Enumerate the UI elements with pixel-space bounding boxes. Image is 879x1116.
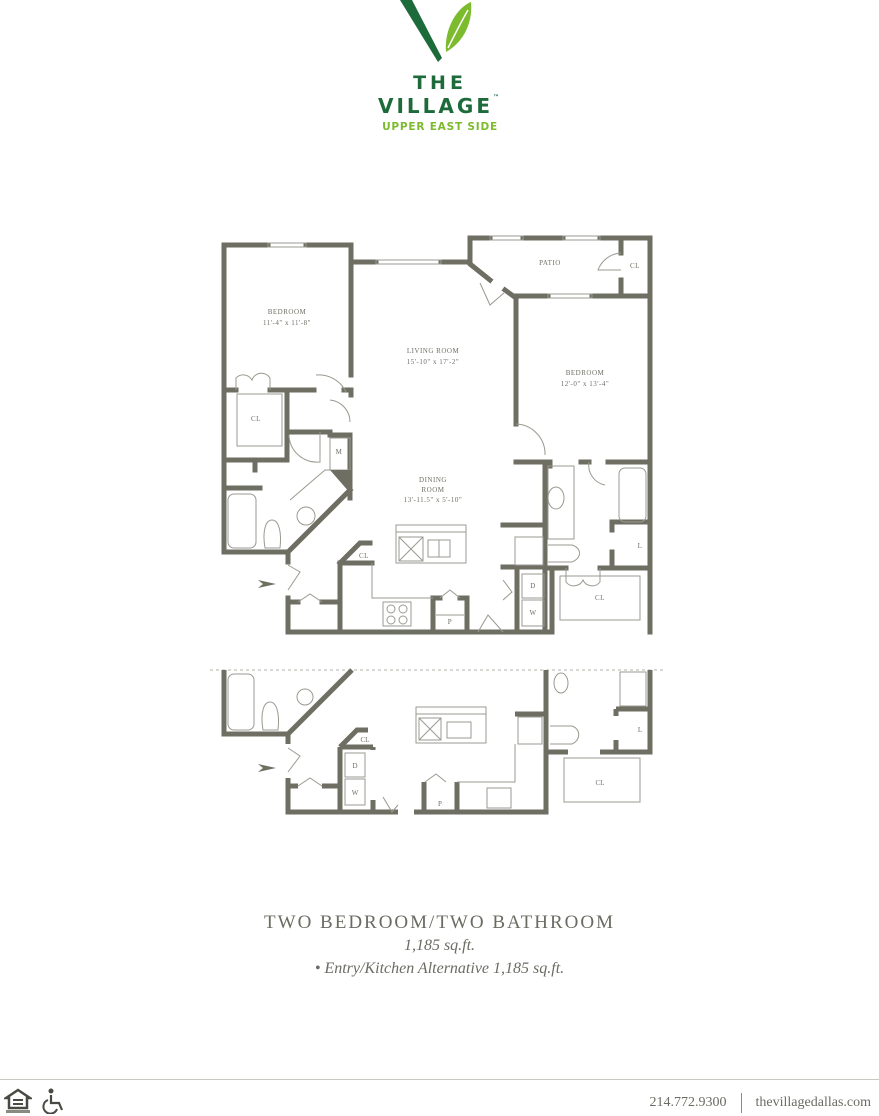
accessibility-icon	[42, 1088, 64, 1114]
entry-arrow-icon	[258, 764, 276, 772]
footer-icons	[4, 1088, 66, 1114]
linen-label: L	[638, 726, 642, 734]
room-bedroom-1-name: BEDROOM	[268, 308, 307, 316]
room-bedroom-2-name: BEDROOM	[566, 369, 605, 377]
room-patio-name: PATIO	[539, 259, 561, 267]
room-living-dims: 15'-10" x 17'-2"	[407, 358, 459, 366]
room-dining-dims: 13'-11.5" x 5'-10"	[404, 496, 462, 504]
closet-label: CL	[595, 594, 605, 602]
room-living-name: LIVING ROOM	[407, 347, 460, 355]
closet-label: CL	[359, 552, 369, 560]
mech-label: M	[336, 448, 343, 456]
footer-contact: 214.772.9300 thevillagedallas.com	[650, 1093, 871, 1113]
room-bedroom-1-dims: 11'-4" x 11'-8"	[263, 319, 311, 327]
dryer-label: D	[530, 582, 536, 590]
floor-plan: BEDROOM 11'-4" x 11'-8" LIVING ROOM 15'-…	[210, 235, 664, 815]
washer-label: W	[529, 609, 536, 617]
entry-arrow-icon	[258, 580, 276, 588]
closet-label: CL	[361, 736, 370, 744]
v-leaf-icon	[400, 0, 472, 62]
phone-number[interactable]: 214.772.9300	[649, 1095, 727, 1110]
closet-label: CL	[596, 779, 605, 787]
unit-type-title: TWO BEDROOM/TWO BATHROOM	[264, 912, 615, 933]
brand-line-2: VILLAGE™	[378, 94, 502, 118]
brand-line-1: THE	[413, 72, 467, 94]
brand-tagline: UPPER EAST SIDE	[382, 121, 498, 133]
linen-label: L	[638, 542, 643, 550]
room-bedroom-2-dims: 12'-0" x 13'-4"	[561, 380, 609, 388]
website-link[interactable]: thevillagedallas.com	[755, 1095, 871, 1110]
closet-label: CL	[251, 415, 261, 423]
washer-label: W	[352, 789, 359, 797]
room-dining-name-1: DINING	[419, 476, 447, 484]
room-dining-name-2: ROOM	[421, 486, 444, 494]
unit-square-footage: 1,185 sq.ft.	[403, 937, 476, 954]
pantry-label: P	[448, 618, 452, 626]
equal-housing-icon	[4, 1088, 32, 1113]
footer-divider	[0, 1079, 879, 1080]
contact-separator	[740, 1093, 742, 1113]
closet-label: CL	[630, 262, 640, 270]
pantry-label: P	[438, 800, 442, 808]
alternative-square-footage: • Entry/Kitchen Alternative 1,185 sq.ft.	[314, 960, 565, 977]
brand-logo: THE VILLAGE™ UPPER EAST SIDE	[360, 0, 520, 140]
dryer-label: D	[352, 762, 357, 770]
